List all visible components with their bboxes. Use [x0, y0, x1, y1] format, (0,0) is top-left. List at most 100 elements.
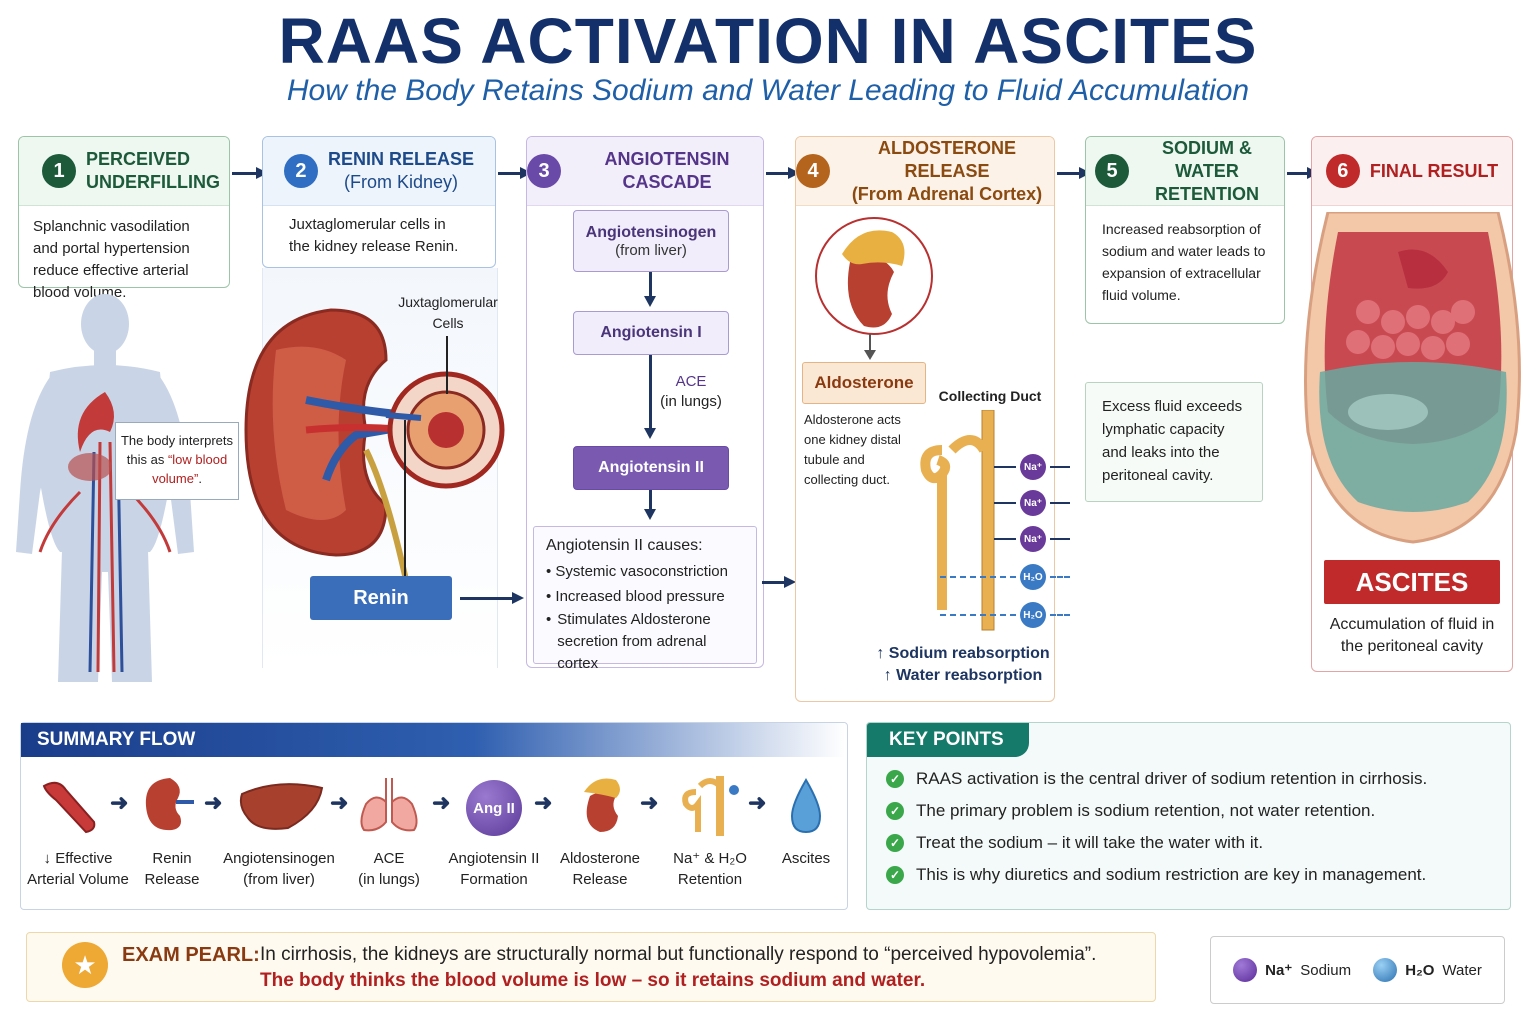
check-icon: ✓ [886, 834, 904, 852]
note-text: The body interprets this as [120, 433, 233, 467]
down-arrow [649, 490, 652, 510]
key-points-header: KEY POINTS [867, 723, 1029, 757]
effect-text: Stimulates Aldosterone secretion from ad… [557, 611, 711, 672]
legend-label: Sodium [1300, 961, 1352, 979]
step-description: Splanchnic vasodilation and portal hyper… [33, 218, 190, 301]
angiotensin-1-box: Angiotensin I [573, 311, 729, 355]
step-title: SODIUM & WATER RETENTION [1154, 137, 1259, 204]
body-note-callout: The body interprets this as “low blood v… [115, 422, 239, 500]
sodium-ion-icon: Na⁺ [1020, 454, 1046, 480]
step-1-card: 1 PERCEIVED UNDERFILLING Splanchnic vaso… [18, 136, 230, 301]
flow-arrow [766, 167, 800, 179]
down-arrow [649, 355, 652, 429]
ion-arrow [1050, 502, 1070, 504]
aldosterone-action-text: Aldosterone acts one kidney distal tubul… [804, 412, 901, 487]
summary-step-line: Release [572, 871, 628, 888]
summary-step-line: (in lungs) [358, 871, 420, 888]
sodium-ion-icon: Na⁺ [1020, 490, 1046, 516]
legend-label: Water [1442, 961, 1482, 979]
summary-step-line: ACE [373, 850, 405, 867]
step-title: RENIN RELEASE [327, 149, 475, 169]
down-arrow [649, 272, 652, 298]
effect-text: Increased blood pressure [555, 588, 725, 605]
water-arrow [1050, 614, 1070, 616]
step-2-card: 2 RENIN RELEASE (From Kidney) Juxtaglome… [262, 136, 496, 268]
ion-arrow [1050, 466, 1070, 468]
legend-item-water: H₂O Water [1373, 958, 1482, 982]
note-end: . [198, 471, 202, 486]
summary-step-line: Arterial Volume [27, 871, 129, 888]
key-point: ✓ This is why diuretics and sodium restri… [886, 859, 1496, 891]
legend-symbol: H₂O [1405, 961, 1435, 979]
summary-arrow: ➜ [640, 790, 659, 815]
effects-title: Angiotensin II causes: [546, 537, 703, 554]
summary-step: ACE (in lungs) [350, 848, 428, 890]
summary-step-line: Aldosterone [559, 850, 641, 867]
effect-item: • Increased blood pressure [546, 588, 725, 605]
summary-step: Angiotensinogen(from liver) [218, 848, 340, 890]
check-icon: ✓ [886, 802, 904, 820]
key-point: ✓RAAS activation is the central driver o… [886, 763, 1496, 795]
collecting-duct-illustration [920, 410, 995, 631]
ion-arrow [994, 466, 1016, 468]
legend-item-sodium: Na⁺ Sodium [1233, 958, 1351, 982]
step-title: FINAL RESULT [1369, 160, 1499, 181]
final-description: Accumulation of fluid in the peritoneal … [1329, 616, 1495, 655]
effect-item: • Systemic vasoconstriction [546, 563, 728, 580]
kidney-icon [145, 778, 194, 831]
adrenal-gland-illustration [815, 217, 933, 360]
ace-location: (in lungs) [660, 393, 722, 410]
renin-pointer-line [404, 420, 406, 578]
step-number: 2 [283, 154, 318, 188]
water-legend-icon [1373, 958, 1398, 982]
summary-step: Ascites [770, 848, 842, 869]
key-points-list: ✓ RAAS activation is the central driver o… [886, 763, 1496, 891]
renin-box: Renin [310, 576, 452, 620]
page-subtitle: How the Body Retains Sodium and Water Le… [286, 74, 1250, 107]
ang-ii-icon: Ang II [466, 780, 522, 836]
legend-box: Na⁺ Sodium H₂O Water [1210, 936, 1505, 1004]
note-highlight: “low blood volume” [152, 452, 228, 486]
ace-label: ACE (in lungs) [656, 372, 726, 412]
sodium-ion-icon: Na⁺ [1020, 526, 1046, 552]
step-number: 5 [1095, 154, 1129, 188]
down-arrowhead [644, 428, 656, 439]
summary-step-line: Renin [152, 850, 192, 867]
effect-text: Systemic vasoconstriction [555, 563, 728, 580]
water-reabsorption-label: ↑ Water reabsorption [883, 667, 1043, 684]
water-arrow [1050, 576, 1070, 578]
step-title: ANGIOTENSIN CASCADE [604, 149, 730, 192]
summary-step-line: Ascites [781, 850, 831, 867]
aldosterone-box: Aldosterone [802, 362, 926, 404]
step-description: Increased reabsorption of sodium and wat… [1102, 221, 1266, 303]
step-title: ALDOSTERONE RELEASE [877, 137, 1016, 181]
ace-name: ACE [675, 373, 707, 390]
key-point-text: This is why diuretics and sodium restric… [916, 865, 1427, 884]
key-point-text: The primary problem is sodium retention,… [916, 801, 1376, 820]
summary-arrow: ➜ [534, 790, 553, 815]
liver-icon [239, 783, 324, 830]
star-icon: ★ [62, 942, 108, 988]
ascites-abdomen-illustration [1304, 212, 1521, 544]
summary-step-line: Angiotensin II [448, 850, 540, 867]
angiotensinogen-label: Angiotensinogen [585, 223, 717, 241]
sodium-legend-icon [1233, 958, 1258, 982]
step-number: 6 [1325, 154, 1360, 188]
key-point-text: Treat the sodium – it will take the wate… [916, 833, 1264, 852]
step-number: 3 [527, 154, 561, 188]
ascites-badge: ASCITES [1324, 560, 1500, 604]
step-title: PERCEIVED UNDERFILLING [86, 149, 220, 192]
water-molecule-icon: H₂O [1020, 564, 1046, 590]
exam-pearl-panel [26, 932, 1156, 1002]
key-point-text: RAAS activation is the central driver of… [916, 769, 1428, 788]
summary-flow-header: SUMMARY FLOW [21, 723, 845, 757]
check-icon: ✓ [886, 866, 904, 884]
summary-step-line: Retention [677, 871, 743, 888]
flow-arrow [762, 576, 796, 588]
water-arrow [940, 576, 1016, 578]
